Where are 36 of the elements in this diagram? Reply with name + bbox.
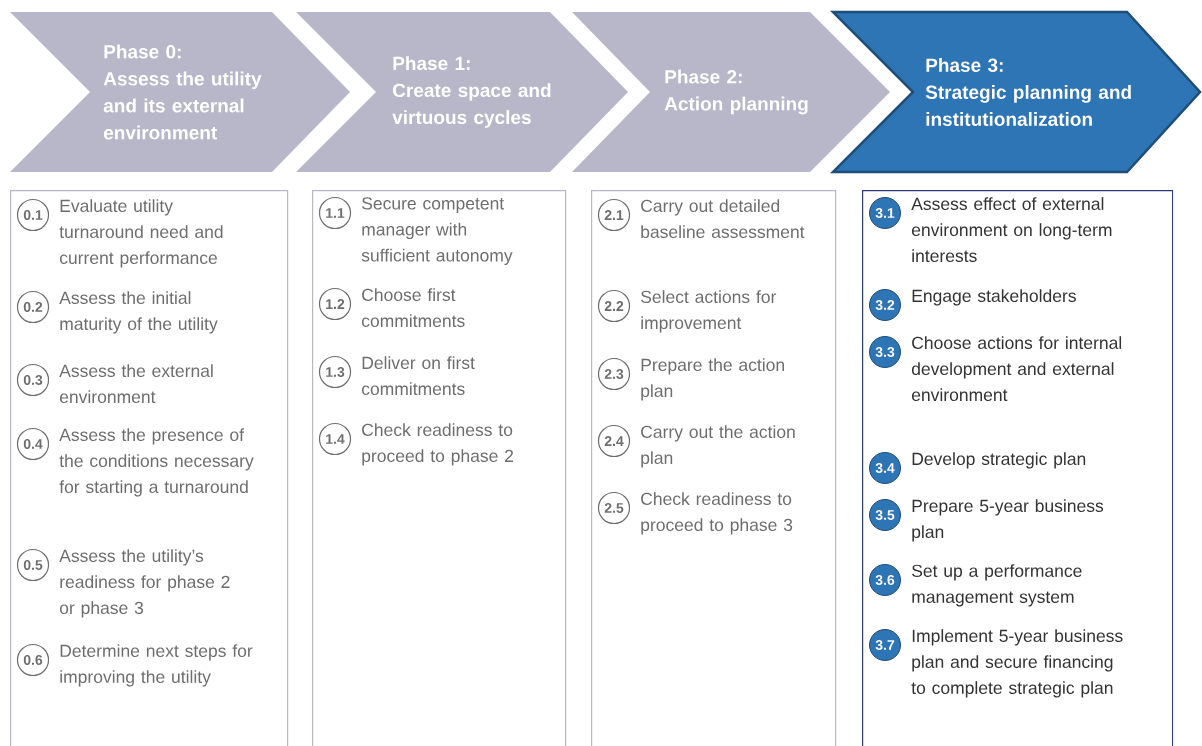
step-text: Assess the initial maturity of the utility (59, 291, 218, 334)
node-label: Action planning (664, 96, 808, 115)
phase-header: Phase 2: Action planning (572, 12, 890, 172)
column-box (10, 190, 289, 746)
step-text: Select actions for improvement (641, 290, 777, 333)
step-text: Develop strategic plan (912, 452, 1086, 469)
step-text: Determine next steps for improving the utility (60, 644, 253, 687)
node-label: Phase 0: (104, 44, 181, 59)
step-text: Check readiness to proceed to phase 3 (641, 492, 793, 535)
node-label: Assess the utility and its external environment (103, 71, 262, 140)
node-label: Phase 1: (393, 56, 470, 71)
step-text: Assess the presence of the conditions necessary for starting a turnaround (59, 428, 254, 497)
step-text: Set up a performance management system (912, 564, 1082, 607)
step-text: Choose first commitments (361, 288, 465, 328)
column-box (862, 190, 1174, 746)
column-box (312, 190, 567, 746)
phase-header: Phase 0: Assess the utility and its external environment (10, 12, 350, 172)
phase-header: Phase 1: Create space and virtuous cycles (296, 12, 628, 172)
step-text: Engage stakeholders (912, 289, 1076, 306)
step-text: Check readiness to proceed to phase 2 (362, 423, 514, 466)
step-text: Evaluate utility turnaround need and current performance (59, 199, 223, 268)
step-text: Assess the utility’s readiness for phase 2 or phase 3 (59, 549, 230, 618)
step-text: Prepare the action plan (641, 358, 784, 401)
step-text: Implement 5-year business plan and secure financing to complete strategic plan (911, 629, 1123, 698)
step-text: Deliver on first commitments (361, 356, 475, 396)
node-label: Phase 2: (665, 69, 742, 84)
column-box (591, 190, 837, 746)
node-label: Create space and virtuous cycles (392, 83, 551, 128)
step-text: Choose actions for internal development and external environment (911, 336, 1122, 402)
step-text: Assess effect of external environment on long-term interests (911, 197, 1112, 263)
step-text: Assess the external environment (59, 364, 213, 404)
phase-header: Phase 3: Strategic planning and institutionalization (830, 10, 1202, 174)
step-text: Secure competent manager with sufficient autonomy (361, 197, 513, 266)
step-text: Carry out detailed baseline assessment (641, 199, 805, 239)
step-text: Prepare 5-year business plan (912, 499, 1104, 542)
step-text: Carry out the action plan (641, 425, 795, 468)
